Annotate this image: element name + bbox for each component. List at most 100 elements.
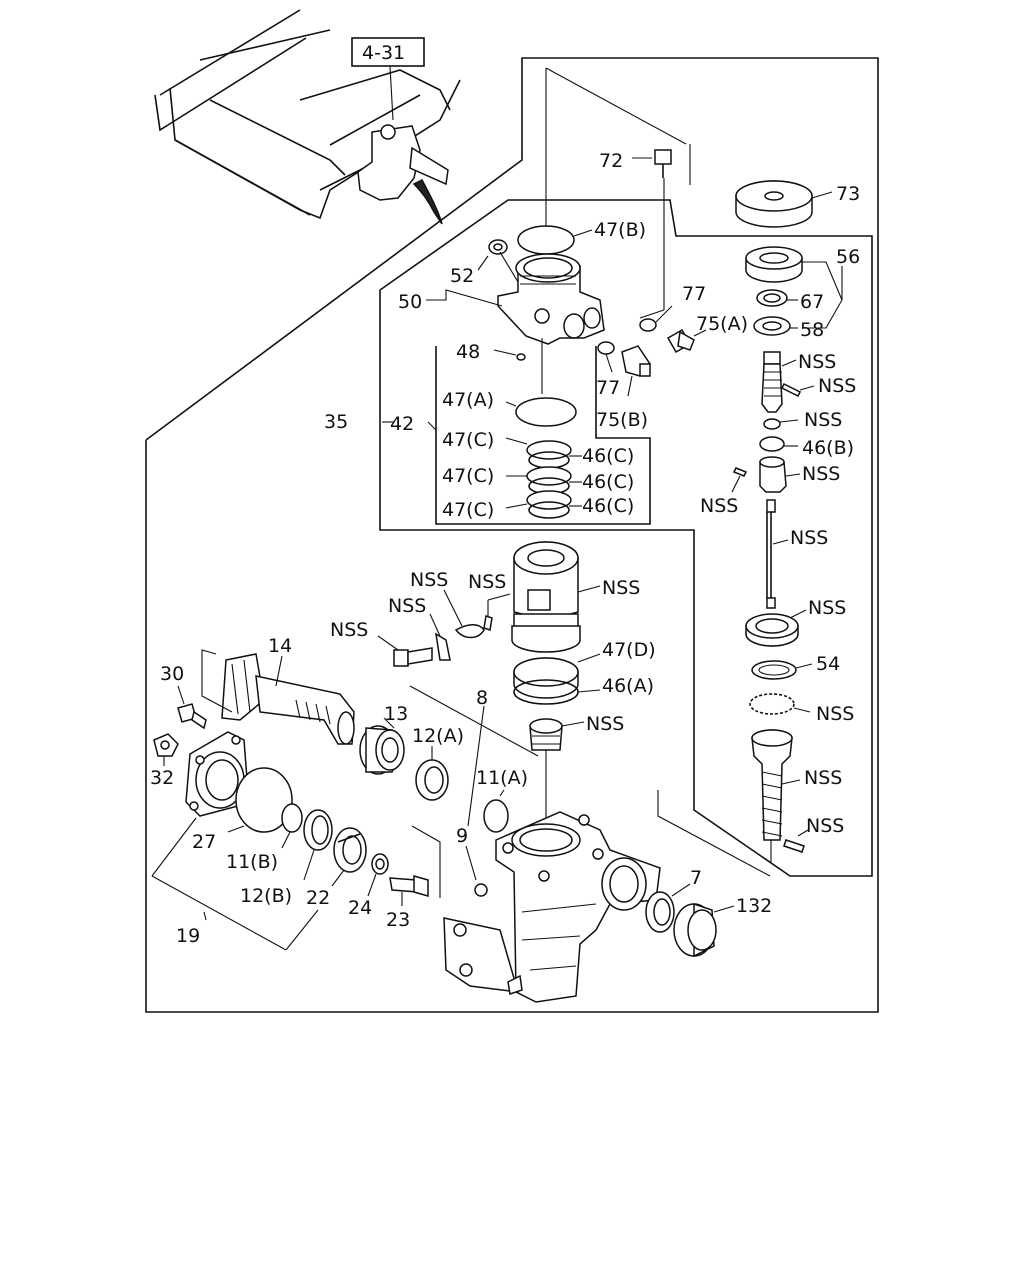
bearing-58	[753, 316, 791, 336]
label-47B: 47(B)	[594, 219, 646, 241]
bolt-nss	[393, 647, 433, 667]
label-27: 27	[192, 831, 216, 853]
label-67: 67	[800, 291, 824, 313]
washer-52	[488, 239, 508, 255]
seal-12B	[303, 809, 333, 851]
box-42	[435, 346, 651, 525]
top-valve	[357, 124, 449, 225]
label-11A: 11(A)	[476, 767, 528, 789]
cylinder-nss	[511, 541, 581, 653]
label-nss-12: NSS	[330, 619, 368, 641]
label-12A: 12(A)	[412, 725, 464, 747]
label-nss-13: NSS	[816, 703, 854, 725]
label-13: 13	[384, 703, 408, 725]
label-54: 54	[816, 653, 840, 675]
label-nss-7: NSS	[410, 569, 448, 591]
label-nss-14: NSS	[586, 713, 624, 735]
label-46C-2: 46(C)	[582, 471, 634, 493]
seal-12A	[415, 759, 449, 801]
label-50: 50	[398, 291, 422, 313]
ring-11A	[483, 799, 509, 833]
sector-shaft-14	[221, 653, 355, 745]
ref-box-label: 4-31	[362, 42, 405, 64]
label-24: 24	[348, 897, 372, 919]
nut-32	[153, 733, 179, 757]
ring-nss-small	[763, 418, 781, 430]
outer-frame	[145, 57, 879, 1013]
label-nss-6: NSS	[790, 527, 828, 549]
seal-47B	[517, 225, 575, 255]
label-35: 35	[324, 411, 348, 433]
bearing-22	[333, 827, 367, 873]
pin-nss-mid	[483, 615, 493, 631]
seal-47A	[515, 397, 577, 427]
label-nss-5: NSS	[700, 495, 738, 517]
label-8: 8	[476, 687, 488, 709]
label-19: 19	[176, 925, 200, 947]
label-nss-10: NSS	[388, 595, 426, 617]
label-nss-11: NSS	[808, 597, 846, 619]
fitting-75A	[666, 328, 695, 354]
label-72: 72	[599, 150, 623, 172]
cap-73	[735, 180, 813, 228]
label-7: 7	[690, 867, 702, 889]
seal-7	[645, 891, 675, 933]
label-9: 9	[456, 825, 468, 847]
ring-stack-47C-46C	[526, 440, 572, 519]
side-cover-19	[185, 731, 249, 817]
pin-nss-low	[783, 839, 805, 853]
bearing-13	[359, 725, 405, 775]
clip-nss	[454, 624, 485, 639]
label-12B: 12(B)	[240, 885, 292, 907]
washer-77b	[597, 341, 615, 355]
label-58: 58	[800, 319, 824, 341]
label-73: 73	[836, 183, 860, 205]
pin-nss	[732, 467, 748, 477]
label-75B: 75(B)	[596, 409, 648, 431]
label-46A: 46(A)	[602, 675, 654, 697]
label-nss-2: NSS	[818, 375, 856, 397]
dust-cover-132	[673, 902, 717, 958]
label-42: 42	[390, 413, 414, 435]
bearing-54	[751, 660, 797, 680]
label-14: 14	[268, 635, 292, 657]
label-23: 23	[386, 909, 410, 931]
label-nss-4: NSS	[802, 463, 840, 485]
vehicle-frame	[154, 9, 461, 220]
label-nss-9: NSS	[602, 577, 640, 599]
label-nss-15: NSS	[804, 767, 842, 789]
lock-nss	[435, 632, 451, 661]
fitting-nss-mid	[529, 718, 563, 751]
bolt-23	[389, 875, 429, 897]
label-77a: 77	[682, 283, 706, 305]
label-30: 30	[160, 663, 184, 685]
label-52: 52	[450, 265, 474, 287]
gasket-27	[235, 767, 293, 833]
pin-48	[516, 353, 526, 361]
plug-9	[474, 883, 488, 897]
ring-67	[756, 289, 788, 307]
label-nss-16: NSS	[806, 815, 844, 837]
label-132: 132	[736, 895, 772, 917]
label-56: 56	[836, 246, 860, 268]
label-47A: 47(A)	[442, 389, 494, 411]
label-nss-3: NSS	[804, 409, 842, 431]
label-47C-2: 47(C)	[442, 465, 494, 487]
gear-housing	[443, 811, 661, 1003]
label-75A: 75(A)	[696, 313, 748, 335]
label-46B: 46(B)	[802, 437, 854, 459]
bolt-30	[177, 703, 207, 730]
assy-56	[745, 246, 803, 283]
label-11B: 11(B)	[226, 851, 278, 873]
washer-77a	[639, 318, 657, 332]
label-48: 48	[456, 341, 480, 363]
fitting-75B	[621, 345, 651, 377]
piston-nss	[751, 729, 793, 841]
balls-nss	[749, 693, 795, 715]
nut-24	[371, 853, 389, 875]
label-32: 32	[150, 767, 174, 789]
label-46C-3: 46(C)	[582, 495, 634, 517]
label-46C-1: 46(C)	[582, 445, 634, 467]
race-nss	[745, 613, 799, 647]
